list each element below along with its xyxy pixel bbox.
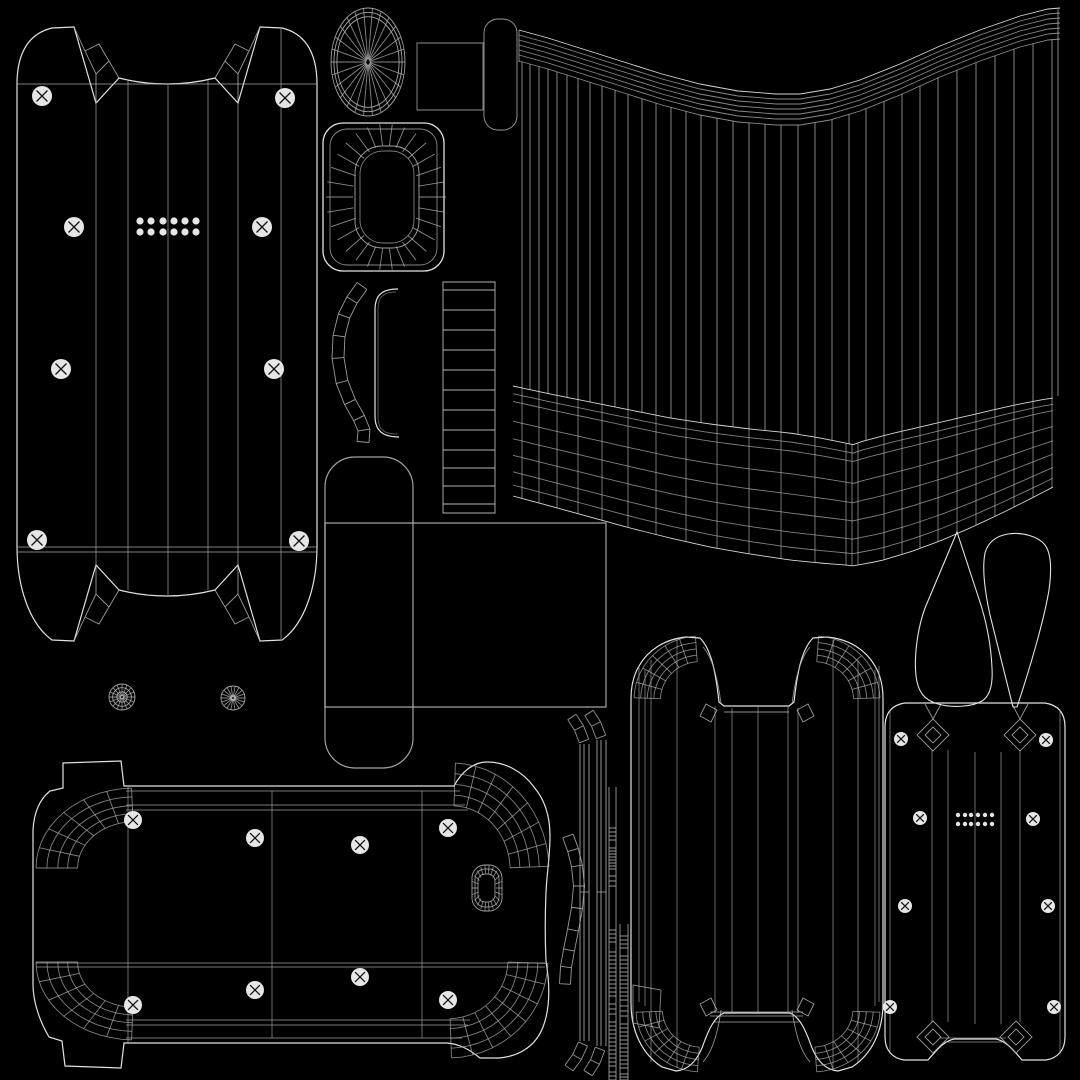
- island-pill-patch: [483, 18, 518, 131]
- island-rugged-back-mid: [630, 635, 884, 1073]
- island-mid-plate: [324, 456, 607, 769]
- island-rail-strips: [564, 709, 607, 1077]
- island-camera-bezel: [322, 122, 446, 272]
- island-fabric-mesh: [512, 7, 1061, 567]
- island-film-strips: [608, 787, 629, 1080]
- island-lens-disc: [330, 7, 406, 117]
- island-spoke-disc-b: [220, 685, 246, 711]
- island-finger-piece: [983, 532, 1052, 708]
- island-ladder-strip: [442, 281, 496, 514]
- island-spoke-disc-a: [108, 683, 136, 711]
- island-rect-patch: [416, 42, 484, 111]
- island-cone-piece: [914, 530, 993, 707]
- island-back-panel-main: [16, 26, 318, 642]
- island-side-band-segmented: [331, 282, 371, 443]
- island-side-panel: [32, 760, 585, 1069]
- island-back-panel-small: [883, 702, 1066, 1061]
- island-side-band-line: [374, 288, 400, 438]
